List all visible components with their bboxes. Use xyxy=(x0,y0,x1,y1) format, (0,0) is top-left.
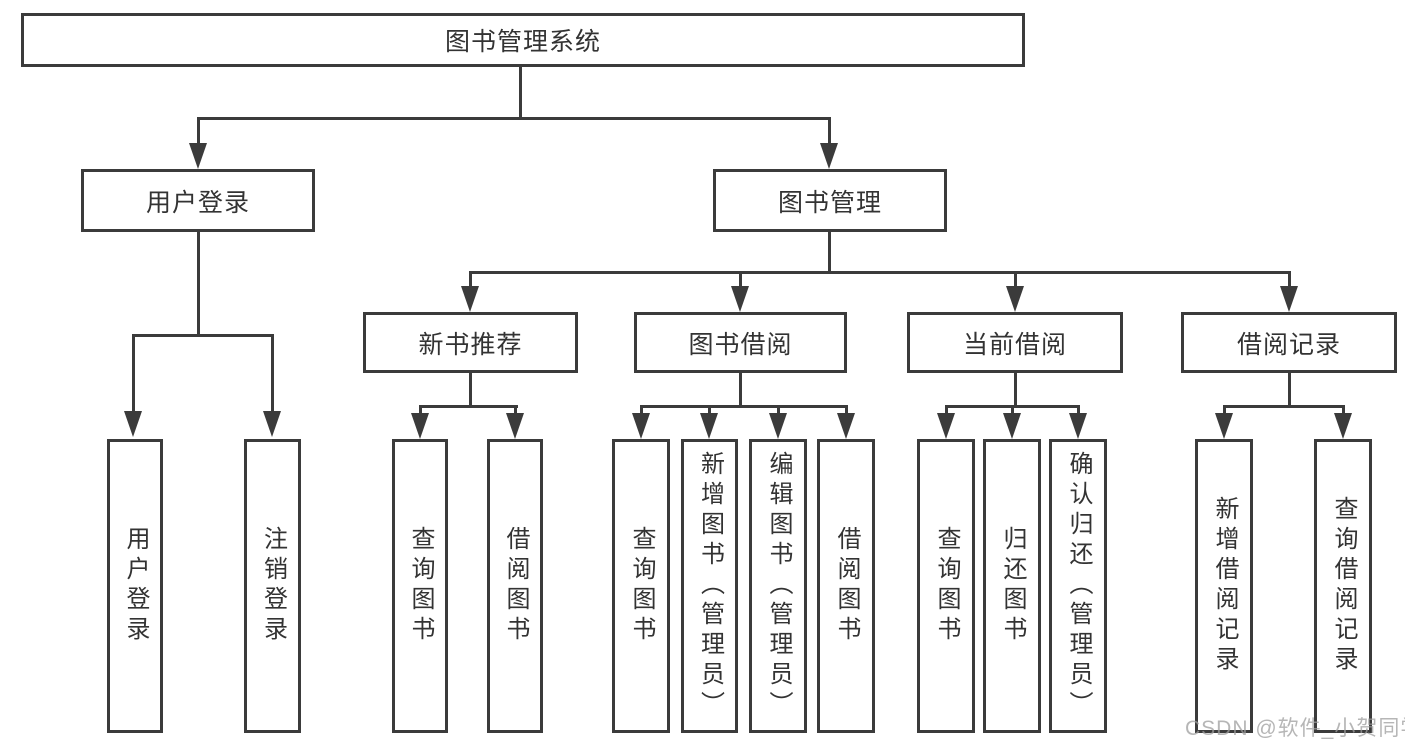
connector-line xyxy=(777,405,780,414)
connector-line xyxy=(469,373,472,406)
connector-line xyxy=(197,117,200,144)
leaf-query-books-borrow: 查询图书 xyxy=(612,439,670,733)
connector-line xyxy=(739,271,742,287)
connector-line xyxy=(1011,405,1014,414)
leaf-query-borrow-record: 查询借阅记录 xyxy=(1314,439,1372,733)
arrowhead-down-icon xyxy=(1006,286,1024,312)
connector-line xyxy=(1288,373,1291,406)
connector-line xyxy=(1077,405,1080,414)
connector-line xyxy=(514,405,517,414)
connector-line xyxy=(469,271,472,287)
arrowhead-down-icon xyxy=(189,143,207,169)
arrowhead-down-icon xyxy=(632,413,650,439)
connector-line xyxy=(739,373,742,406)
leaf-query-books-recommend-label: 查询图书 xyxy=(407,526,434,646)
node-user-login: 用户登录 xyxy=(81,169,315,232)
leaf-confirm-return-admin: 确认归还（管理员） xyxy=(1049,439,1107,733)
connector-line xyxy=(271,334,274,412)
node-new-book-recommend: 新书推荐 xyxy=(363,312,578,373)
connector-line xyxy=(519,67,522,118)
node-root: 图书管理系统 xyxy=(21,13,1025,67)
arrowhead-down-icon xyxy=(124,411,142,437)
arrowhead-down-icon xyxy=(263,411,281,437)
arrowhead-down-icon xyxy=(411,413,429,439)
connector-line xyxy=(1342,405,1345,414)
leaf-confirm-return-admin-label: 确认归还（管理员） xyxy=(1065,451,1092,721)
connector-line xyxy=(419,405,518,408)
leaf-add-borrow-record: 新增借阅记录 xyxy=(1195,439,1253,733)
arrowhead-down-icon xyxy=(820,143,838,169)
arrowhead-down-icon xyxy=(1215,413,1233,439)
leaf-add-books-admin: 新增图书（管理员） xyxy=(681,439,738,733)
arrowhead-down-icon xyxy=(1334,413,1352,439)
connector-line xyxy=(1223,405,1345,408)
node-book-management-label: 图书管理 xyxy=(777,188,882,217)
node-book-borrow: 图书借阅 xyxy=(634,312,847,373)
connector-line xyxy=(469,271,1291,274)
arrowhead-down-icon xyxy=(1003,413,1021,439)
node-book-borrow-label: 图书借阅 xyxy=(688,330,793,359)
leaf-query-books-borrow-label: 查询图书 xyxy=(628,526,655,646)
connector-line xyxy=(1288,271,1291,287)
arrowhead-down-icon xyxy=(837,413,855,439)
node-root-label: 图书管理系统 xyxy=(444,28,601,56)
connector-line xyxy=(845,405,848,414)
connector-line xyxy=(1014,373,1017,406)
leaf-logout-login-label: 注销登录 xyxy=(259,526,287,646)
node-user-login-label: 用户登录 xyxy=(145,188,250,217)
arrowhead-down-icon xyxy=(700,413,718,439)
node-current-borrow-label: 当前借阅 xyxy=(962,330,1067,359)
connector-line xyxy=(640,405,643,414)
leaf-logout-login: 注销登录 xyxy=(244,439,301,733)
node-book-management: 图书管理 xyxy=(713,169,947,232)
leaf-add-borrow-record-label: 新增借阅记录 xyxy=(1211,496,1238,676)
connector-line xyxy=(197,117,831,120)
connector-line xyxy=(945,405,948,414)
arrowhead-down-icon xyxy=(769,413,787,439)
leaf-borrow-books-label: 借阅图书 xyxy=(833,526,860,646)
leaf-return-books-label: 归还图书 xyxy=(999,526,1026,646)
leaf-query-books-current: 查询图书 xyxy=(917,439,975,733)
arrowhead-down-icon xyxy=(1280,286,1298,312)
connector-line xyxy=(1014,271,1017,287)
leaf-query-books-current-label: 查询图书 xyxy=(933,526,960,646)
leaf-user-login: 用户登录 xyxy=(107,439,163,733)
node-borrow-records-label: 借阅记录 xyxy=(1236,330,1341,359)
leaf-query-borrow-record-label: 查询借阅记录 xyxy=(1330,496,1357,676)
leaf-edit-books-admin-label: 编辑图书（管理员） xyxy=(765,451,792,721)
connector-line xyxy=(708,405,711,414)
arrowhead-down-icon xyxy=(731,286,749,312)
connector-line xyxy=(828,232,831,272)
arrowhead-down-icon xyxy=(461,286,479,312)
connector-line xyxy=(419,405,422,414)
leaf-borrow-books-recommend: 借阅图书 xyxy=(487,439,543,733)
connector-line xyxy=(197,232,200,335)
connector-line xyxy=(1223,405,1226,414)
leaf-borrow-books: 借阅图书 xyxy=(817,439,875,733)
leaf-add-books-admin-label: 新增图书（管理员） xyxy=(696,451,724,721)
leaf-borrow-books-recommend-label: 借阅图书 xyxy=(502,526,529,646)
leaf-edit-books-admin: 编辑图书（管理员） xyxy=(749,439,807,733)
connector-line xyxy=(828,117,831,144)
node-borrow-records: 借阅记录 xyxy=(1181,312,1397,373)
watermark: CSDN @软件_小贺同学 xyxy=(1185,717,1405,740)
arrowhead-down-icon xyxy=(506,413,524,439)
node-new-book-recommend-label: 新书推荐 xyxy=(418,330,523,359)
leaf-return-books: 归还图书 xyxy=(983,439,1041,733)
leaf-query-books-recommend: 查询图书 xyxy=(392,439,448,733)
connector-line xyxy=(640,405,848,408)
connector-line xyxy=(132,334,135,412)
node-current-borrow: 当前借阅 xyxy=(907,312,1123,373)
arrowhead-down-icon xyxy=(1069,413,1087,439)
arrowhead-down-icon xyxy=(937,413,955,439)
leaf-user-login-label: 用户登录 xyxy=(122,526,149,646)
connector-line xyxy=(132,334,274,337)
